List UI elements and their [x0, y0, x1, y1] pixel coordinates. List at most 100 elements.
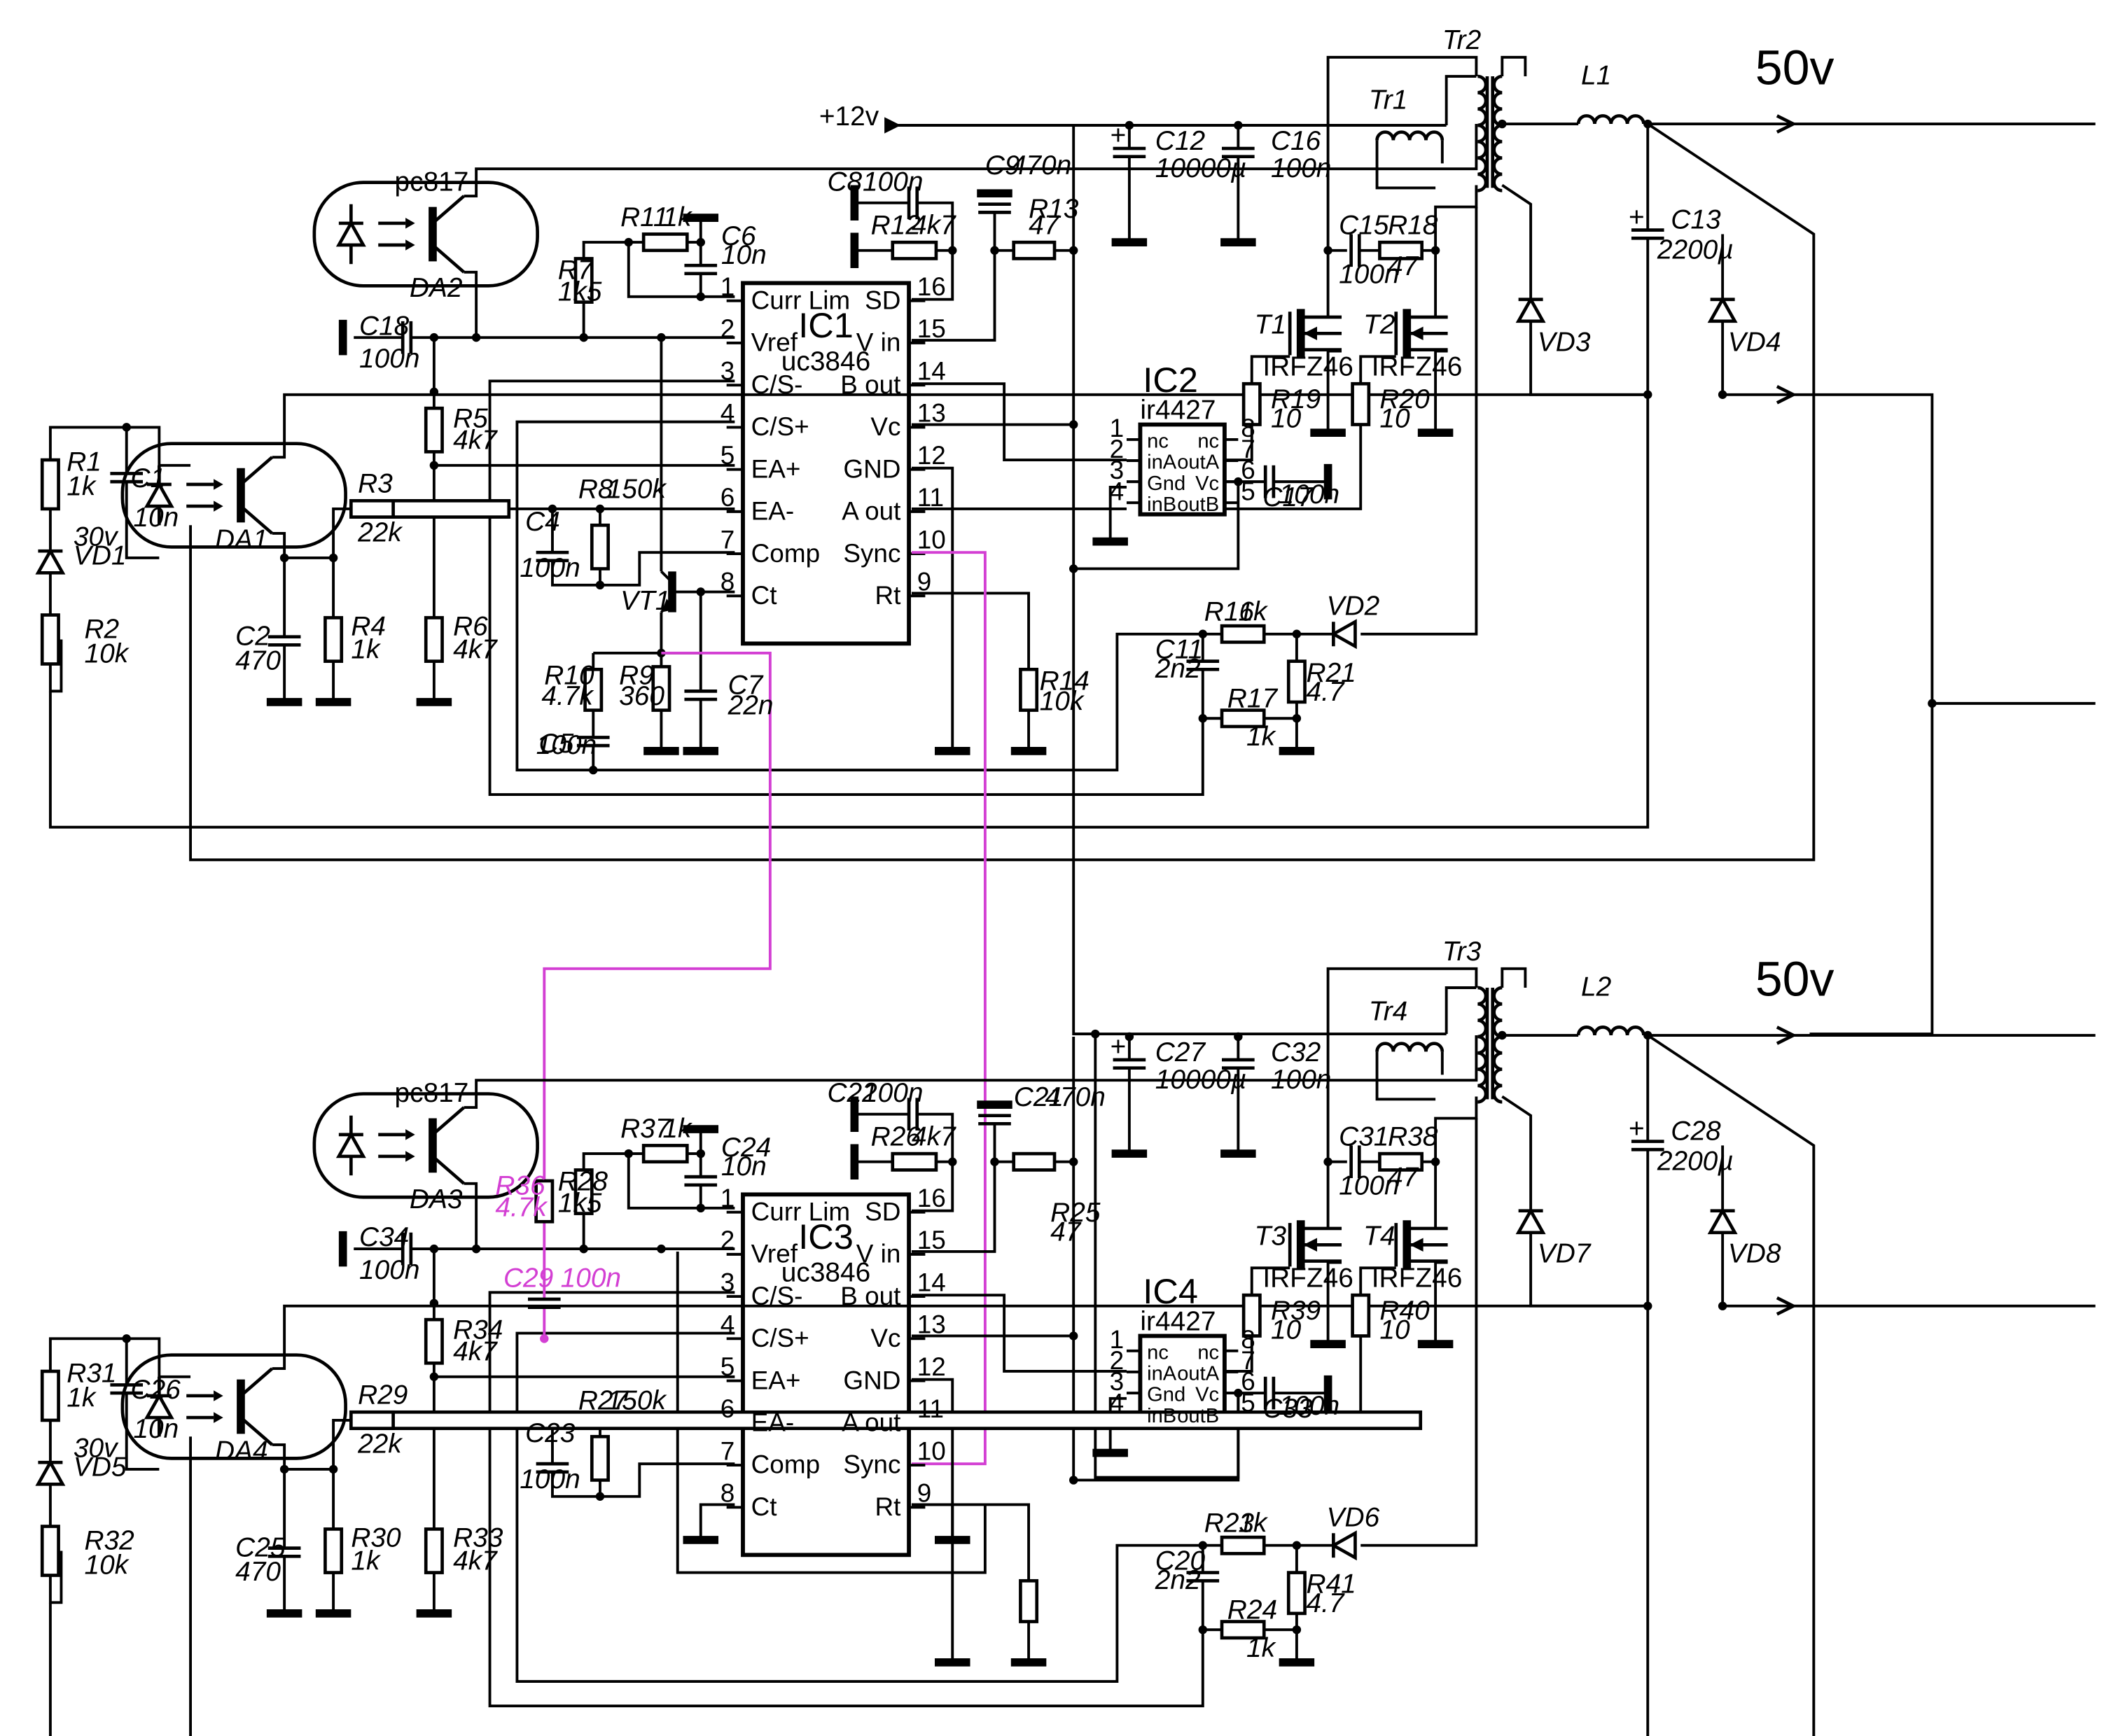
component-label: R39: [1271, 1296, 1321, 1326]
wire: [911, 1378, 954, 1662]
resistor: [424, 616, 444, 663]
component-label: 50v: [1755, 952, 1835, 1007]
component-label: R20: [1379, 384, 1430, 414]
phototransistor: [431, 195, 466, 225]
component-label: 30v: [74, 522, 119, 552]
component-label: 100n: [1339, 1170, 1399, 1200]
resistor: [1220, 1535, 1266, 1555]
junction-dot: [429, 387, 439, 397]
component-label: Tr1: [1369, 85, 1407, 115]
component-label: 47: [1029, 210, 1060, 240]
component-label: 22k: [357, 518, 403, 548]
component-label: C16: [1271, 126, 1321, 156]
pin-name: inA: [1147, 451, 1177, 474]
component-label: C21: [1014, 1082, 1064, 1112]
transformer-secondary: [1492, 986, 1503, 1104]
pin-name: Vc: [870, 1324, 900, 1352]
pin-number: 14: [917, 356, 946, 385]
component-label: 1k: [662, 202, 693, 232]
resistor: [573, 257, 594, 304]
junction-dot: [122, 1334, 131, 1343]
component-label: C12: [1155, 126, 1206, 156]
pin-number: 13: [917, 399, 946, 428]
pin-name: Vc: [1195, 1384, 1219, 1406]
pin-number: 11: [917, 1394, 944, 1423]
wire: [1434, 1161, 1448, 1230]
pin-number: 12: [917, 441, 946, 470]
pin-name: Vref: [751, 328, 798, 357]
component-label: VD4: [1728, 328, 1781, 358]
component-label: 1k5: [558, 1189, 602, 1219]
component-label: IC2: [1143, 360, 1198, 400]
component-label: C2: [235, 621, 270, 651]
plus-sign: +: [1111, 120, 1127, 150]
rectifier-diode: [1515, 295, 1546, 323]
component-label: 4.7k: [541, 681, 594, 711]
junction-dot: [328, 553, 338, 563]
rectifier-diode: [1707, 1207, 1738, 1235]
phototransistor: [239, 1367, 274, 1397]
wire: [272, 1304, 1648, 1371]
component-label: C18: [359, 311, 410, 341]
component-label: C34: [359, 1222, 409, 1252]
supply-arrow: [884, 117, 901, 134]
pin-name: inA: [1147, 1363, 1177, 1385]
resistor: [424, 1527, 444, 1574]
resistor: [424, 406, 444, 454]
wire: [1250, 355, 1290, 384]
pin-number: 15: [917, 1226, 946, 1254]
pin-name: EA-: [751, 1408, 795, 1436]
pin-number: 1: [1110, 1325, 1125, 1354]
component-label: 10n: [133, 503, 179, 533]
component-label: L2: [1581, 972, 1612, 1002]
wire: [1501, 1095, 1533, 1211]
resistor: [349, 498, 395, 519]
rectifier-diode: [1707, 295, 1738, 323]
junction-dot: [540, 1334, 549, 1343]
wire: [1201, 669, 1223, 720]
wire: [464, 270, 478, 338]
component-label: 47: [1388, 1163, 1419, 1193]
wire: [515, 420, 1203, 772]
wire: [1359, 1266, 1396, 1296]
junction-dot: [595, 1492, 605, 1501]
component-label: 22k: [357, 1429, 403, 1460]
wire: [911, 250, 954, 301]
phototransistor: [239, 1416, 274, 1446]
pin-number: 8: [721, 1479, 735, 1508]
junction-dot: [1069, 1476, 1078, 1485]
component-label: 360: [619, 681, 664, 711]
resistor: [40, 613, 60, 666]
wire: [1501, 967, 1527, 988]
component-label: 1k: [67, 1383, 97, 1413]
pin-number: 13: [917, 1310, 946, 1339]
component-label: 2n2: [1155, 654, 1201, 684]
pin-number: 3: [1110, 456, 1125, 484]
supply-label: +12v: [819, 102, 879, 132]
component-label: R10: [544, 661, 594, 691]
component-label: VD3: [1538, 328, 1591, 358]
resistor: [1378, 240, 1424, 260]
component-label: 100n: [1339, 259, 1399, 289]
rectifier-diode: [1515, 1207, 1546, 1235]
junction-dot: [1292, 1625, 1302, 1634]
mosfet-irfz46: [1410, 326, 1424, 341]
arrow-icon: [1776, 114, 1797, 134]
component-label: C20: [1155, 1546, 1206, 1576]
resistor: [1019, 667, 1039, 712]
pin-number: 8: [1241, 1325, 1255, 1354]
component-label: 2200µ: [1657, 234, 1734, 265]
pin-name: outA: [1177, 1363, 1219, 1385]
component-label: IRFZ46: [1262, 1264, 1353, 1294]
pin-number: 7: [721, 1436, 735, 1465]
component-label: uc3846: [781, 346, 871, 377]
component-label: 100n: [863, 167, 923, 197]
component-label: VD1: [74, 541, 127, 571]
wire: [272, 532, 286, 637]
pin-number: 6: [1241, 1367, 1255, 1396]
component-label: 10: [1379, 1315, 1410, 1345]
junction-dot: [595, 504, 605, 514]
pin-number: 4: [721, 1310, 735, 1339]
component-label: 47: [1388, 251, 1419, 281]
